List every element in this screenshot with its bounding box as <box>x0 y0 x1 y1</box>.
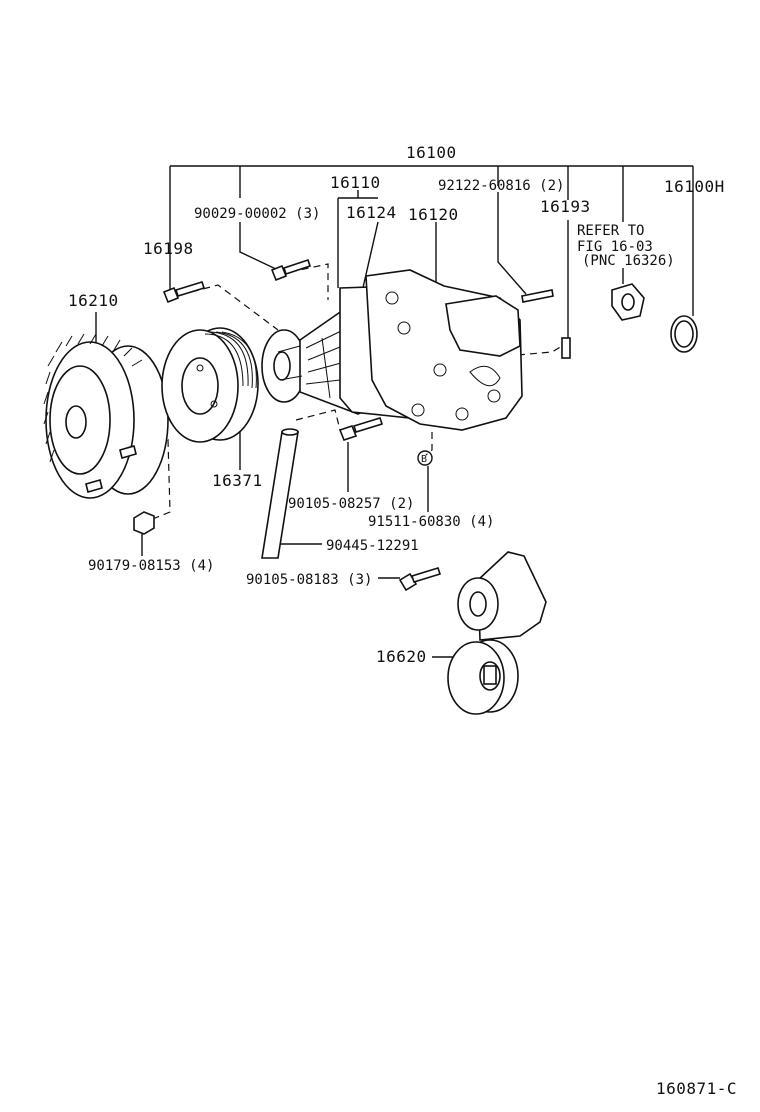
assembly-bracket-16100 <box>169 165 694 316</box>
refer-line-3: (PNC 16326) <box>582 253 675 269</box>
label-16124: 16124 <box>346 203 397 222</box>
label-16100H: 16100H <box>664 177 725 196</box>
label-90029-00002: 90029-00002 (3) <box>194 206 320 222</box>
label-16371: 16371 <box>212 471 263 490</box>
label-16193: 16193 <box>540 197 591 216</box>
part-labels: 16100 16110 16124 16120 92122-60816 (2) … <box>68 143 737 1098</box>
idler-pulley-16620 <box>447 551 547 715</box>
fan-clutch-16210 <box>43 333 169 499</box>
gasket-ref-fig-16-03 <box>611 283 645 321</box>
label-16120: 16120 <box>408 205 459 224</box>
water-pump-16110 <box>261 269 523 431</box>
label-90105-08183: 90105-08183 (3) <box>246 572 372 588</box>
label-90445-12291: 90445-12291 <box>326 538 419 554</box>
leader-lines <box>95 192 624 658</box>
stud-16193 <box>561 337 571 359</box>
label-92122-60816: 92122-60816 (2) <box>438 178 564 194</box>
label-16210: 16210 <box>68 291 119 310</box>
pulley-16371 <box>161 327 259 443</box>
label-16110: 16110 <box>330 173 381 192</box>
pin-90445-12291 <box>261 428 299 559</box>
bolt-90105-08257 <box>338 417 384 441</box>
stud-92122-60816 <box>521 289 554 303</box>
o-ring-16100H <box>670 315 698 353</box>
bolt-90029-00002 <box>270 258 312 282</box>
nut-90179-08153 <box>133 511 155 535</box>
refer-line-2: FIG 16-03 <box>577 239 653 255</box>
b-marker-circle <box>417 450 433 466</box>
bolt-16198 <box>162 281 206 304</box>
figure-code: 160871-C <box>656 1079 737 1098</box>
b-marker: B <box>421 454 427 465</box>
label-16620: 16620 <box>376 647 427 666</box>
bolt-90105-08183 <box>398 567 442 592</box>
label-90179-08153: 90179-08153 (4) <box>88 558 214 574</box>
label-91511-60830: 91511-60830 (4) <box>368 514 494 530</box>
label-16100: 16100 <box>406 143 457 162</box>
refer-line-1: REFER TO <box>577 223 644 239</box>
label-90105-08257: 90105-08257 (2) <box>288 496 414 512</box>
label-16198: 16198 <box>143 239 194 258</box>
